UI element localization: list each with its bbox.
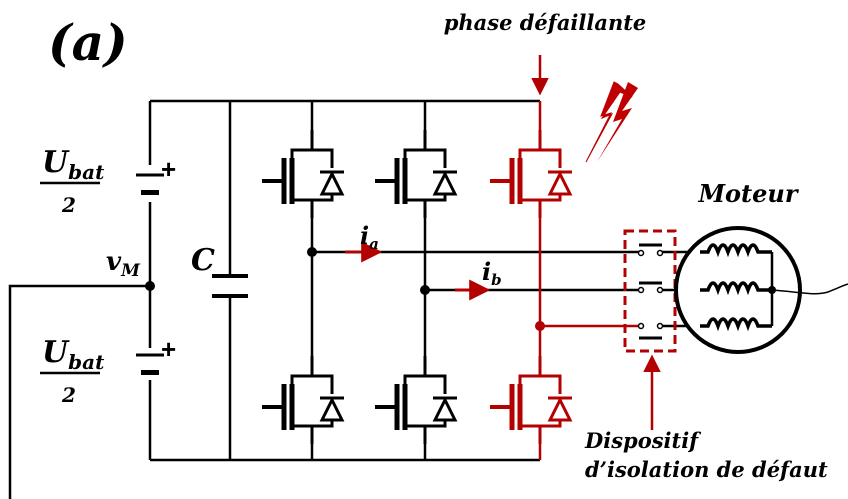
midpoint-symbol: v xyxy=(106,247,122,277)
battery-voltage-top: Ubat 2 xyxy=(40,145,105,217)
svg-text:Ubat: Ubat xyxy=(42,145,105,184)
battery-subscript: bat xyxy=(68,160,105,184)
panel-label: (a) xyxy=(48,13,128,72)
igbt-a-low xyxy=(262,356,344,444)
svg-text:Ubat: Ubat xyxy=(42,335,105,374)
capacitor xyxy=(212,274,248,298)
capacitor-label: C xyxy=(191,243,215,278)
current-a-subscript: a xyxy=(369,235,379,253)
junction-dots xyxy=(145,247,430,295)
motor-label: Moteur xyxy=(697,179,799,208)
faulty-switches xyxy=(490,130,572,444)
midpoint-voltage-label: vM xyxy=(106,247,141,281)
current-a-symbol: i xyxy=(360,221,369,250)
motor xyxy=(674,226,848,354)
battery-top xyxy=(134,173,166,197)
battery-denominator: 2 xyxy=(61,383,76,407)
battery-subscript: bat xyxy=(68,350,105,374)
faulty-junction-dot xyxy=(535,321,545,331)
battery-plus-top: + xyxy=(161,154,176,184)
igbt-c-high xyxy=(490,130,572,218)
current-b-subscript: b xyxy=(491,271,502,289)
battery-plus-bottom: + xyxy=(161,334,176,364)
faulty-phase-label: phase défaillante xyxy=(444,10,647,35)
igbt-c-low xyxy=(490,356,572,444)
device-label-line2: d’isolation de défaut xyxy=(585,457,828,482)
current-a-label: ia xyxy=(360,221,379,253)
current-arrows xyxy=(345,241,491,301)
battery-symbol: U xyxy=(42,145,70,180)
current-b-label: ib xyxy=(482,257,502,289)
current-b-symbol: i xyxy=(482,257,491,286)
midpoint-subscript: M xyxy=(120,261,141,281)
battery-symbol: U xyxy=(42,335,70,370)
battery-denominator: 2 xyxy=(61,193,76,217)
fault-isolation-device xyxy=(623,229,677,353)
device-label-line1: Dispositif xyxy=(584,428,702,453)
lightning-icon-back xyxy=(597,82,638,162)
igbt-b-high xyxy=(375,130,457,218)
battery-bottom xyxy=(134,353,166,377)
battery-voltage-bottom: Ubat 2 xyxy=(40,335,105,407)
igbt-b-low xyxy=(375,356,457,444)
neutral-wire xyxy=(771,283,848,295)
igbt-a-high xyxy=(262,130,344,218)
